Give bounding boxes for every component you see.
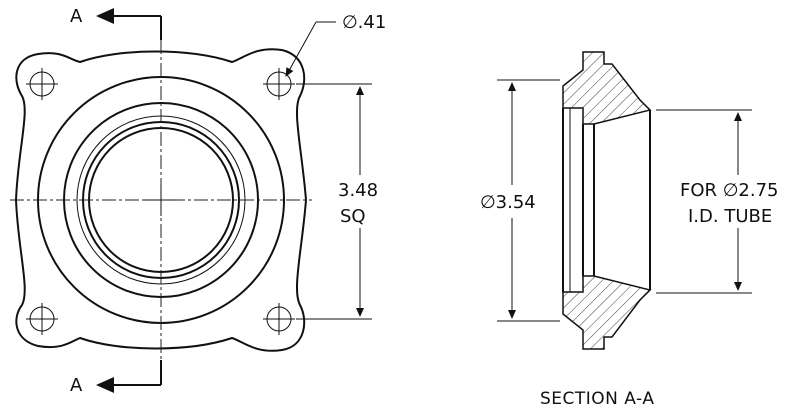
outer-diameter-label: ∅3.54 xyxy=(480,192,536,213)
section-arrow-bottom-label: A xyxy=(70,375,83,396)
bolt-hole-top-right xyxy=(263,68,295,100)
section-lower xyxy=(562,275,652,350)
square-dimension-value: 3.48 xyxy=(338,180,378,201)
flange-outline xyxy=(14,48,308,352)
tube-dimension-line2: I.D. TUBE xyxy=(688,206,772,227)
hole-leader xyxy=(285,21,336,77)
tube-dimension-line1: FOR ∅2.75 xyxy=(680,180,779,201)
section-caption: SECTION A-A xyxy=(540,389,654,409)
square-dimension xyxy=(296,83,372,320)
section-arrow-top-label: A xyxy=(70,6,83,27)
bolt-hole-bottom-left xyxy=(26,303,58,335)
hole-dimension: ∅.41 xyxy=(342,12,386,33)
bolt-hole-bottom-right xyxy=(263,303,295,335)
outer-diameter-dimension xyxy=(497,79,560,322)
tube-diameter-dimension xyxy=(656,109,752,294)
front-view: A A ∅.41 3.48 SQ xyxy=(10,6,386,396)
bolt-hole-top-left xyxy=(26,68,58,100)
square-dimension-suffix: SQ xyxy=(340,206,366,227)
section-line xyxy=(96,8,162,393)
section-view: ∅3.54 FOR ∅2.75 I.D. TUBE SECTION A-A xyxy=(480,51,779,409)
section-upper xyxy=(562,51,652,125)
